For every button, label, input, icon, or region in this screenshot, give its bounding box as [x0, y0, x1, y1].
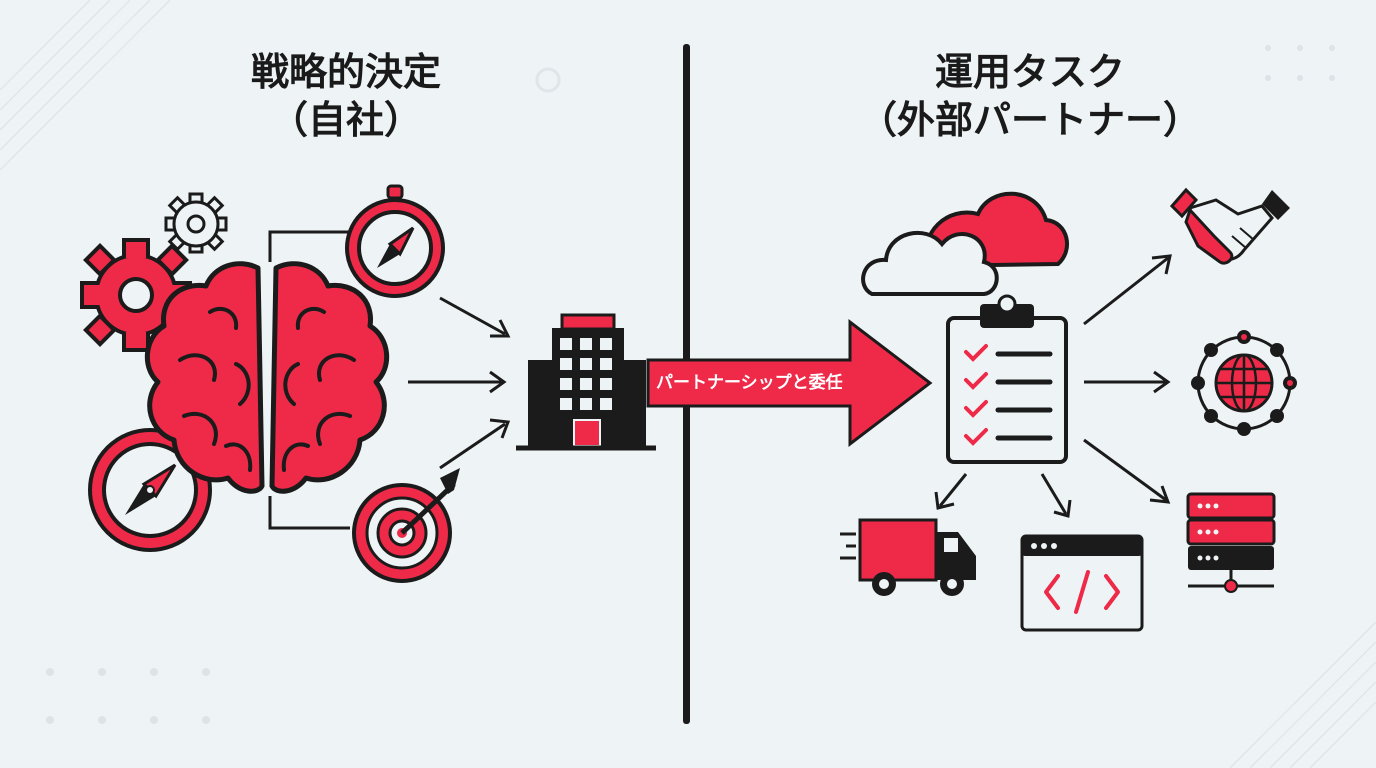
office-building-icon	[516, 313, 656, 451]
brain-icon	[144, 261, 390, 494]
partnership-arrow-label: パートナーシップと委任	[656, 373, 843, 393]
target-icon	[352, 468, 460, 583]
input-arrows	[408, 296, 511, 470]
operational-tasks-title: 運用タスク （外部パートナー）	[820, 48, 1240, 144]
strategic-decision-title-line2: （自社）	[269, 98, 422, 142]
bracket-connector	[268, 230, 350, 530]
operational-tasks-title-line1: 運用タスク	[934, 50, 1125, 94]
cloud-icon	[861, 191, 1069, 296]
code-window-icon	[1020, 534, 1144, 632]
strategic-decision-title: 戦略的決定 （自社）	[196, 48, 496, 144]
strategic-decision-title-line1: 戦略的決定	[250, 50, 441, 94]
decor-dots	[46, 45, 1335, 724]
delivery-truck-icon	[840, 518, 976, 596]
globe-network-icon	[1191, 330, 1297, 436]
decor-circle	[535, 67, 561, 93]
handshake-icon	[1169, 187, 1290, 265]
gear-icon	[164, 192, 228, 254]
server-icon	[1186, 492, 1276, 593]
stopwatch-icon	[345, 184, 445, 298]
partnership-arrow	[646, 318, 933, 448]
clipboard-checklist-icon	[946, 294, 1068, 464]
output-arrows	[934, 254, 1172, 518]
operational-tasks-title-line2: （外部パートナー）	[858, 98, 1201, 142]
